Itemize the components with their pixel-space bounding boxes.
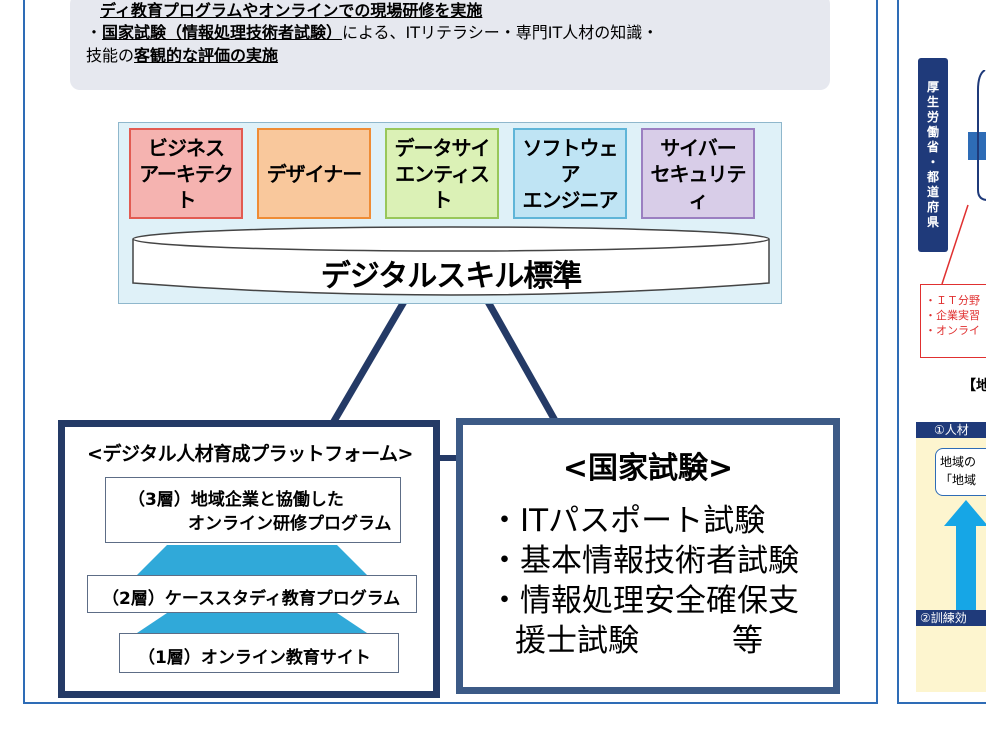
exam-item: ・情報処理安全確保支 <box>489 583 799 619</box>
exam-item: ・ITパスポート試験 <box>489 503 766 539</box>
summary-box: ディ教育プログラムやオンラインでの現場研修を実施 ・国家試験（情報処理技術者試験… <box>70 0 830 90</box>
summary-line-3-prefix: 技能の <box>86 46 135 65</box>
skill-standard-label: デジタルスキル標準 <box>320 259 582 294</box>
vertical-tab-char: 省 <box>926 140 939 154</box>
vertical-tab-char: 府 <box>926 200 939 214</box>
right-bar-1: ①人材 <box>916 422 986 438</box>
ministry-vertical-tab: 厚生労働省・都道府県 <box>918 58 948 252</box>
national-exam-phrase: 国家試験（情報処理技術者試験） <box>102 23 343 42</box>
digital-platform-box: <デジタル人材育成プラットフォーム> （3層）地域企業と協働した オンライン研修… <box>58 420 440 698</box>
vertical-tab-char: 都 <box>926 170 939 184</box>
layer-pyramid-band-lower <box>137 613 367 633</box>
exam-title: <国家試験> <box>562 451 734 486</box>
summary-line-1: ディ教育プログラムやオンラインでの現場研修を実施 <box>100 1 483 20</box>
skill-role-line-1: ソフトウェア <box>522 135 619 186</box>
skill-role-card: ソフトウェアエンジニア <box>513 128 627 219</box>
right-red-note-box: ・ＩＴ分野 ・企業実習 ・オンライ <box>920 284 986 358</box>
skill-role-line-2: エンジニア <box>522 187 619 212</box>
skill-standard-cylinder <box>132 226 770 296</box>
layer-3-box: （3層）地域企業と協働した オンライン研修プログラム <box>105 477 401 543</box>
red-note-line: ・オンライ <box>925 324 980 337</box>
right-diagram-lines <box>941 70 986 285</box>
exam-item: 援士試験 等 <box>515 623 763 659</box>
vertical-tab-char: ・ <box>926 155 939 169</box>
layer-1-box: （1層）オンライン教育サイト <box>119 633 399 673</box>
summary-line-2-rest: による、ITリテラシー・専門IT人材の知識・ <box>342 23 659 42</box>
skill-role-card: デザイナー <box>257 128 371 219</box>
skill-role-card: ビジネスアーキテクト <box>129 128 243 219</box>
right-region-inner: 地域の 「地域 <box>935 448 986 496</box>
layer-pyramid-band-upper <box>137 545 367 575</box>
platform-title: <デジタル人材育成プラットフォーム> <box>87 443 413 465</box>
skill-role-card: データサイエンティスト <box>385 128 499 219</box>
objective-evaluation-phrase: 客観的な評価の実施 <box>134 46 279 65</box>
skill-role-line-1: ビジネス <box>148 135 225 160</box>
vertical-tab-char: 労 <box>926 110 939 124</box>
layer-2-label: （2層）ケーススタディ教育プログラム <box>102 589 401 609</box>
summary-line-2: ・国家試験（情報処理技術者試験）による、ITリテラシー・専門IT人材の知識・ <box>86 22 658 44</box>
red-note-line: ・ＩＴ分野 <box>925 294 980 307</box>
layer-3-line-1: （3層）地域企業と協働した <box>128 490 344 510</box>
layer-3-line-2: オンライン研修プログラム <box>188 514 392 534</box>
skill-role-line-1: データサイ <box>394 135 491 160</box>
region-line-1: 地域の <box>940 455 977 469</box>
vertical-tab-char: 働 <box>926 125 939 139</box>
exam-item: ・基本情報技術者試験 <box>489 543 799 579</box>
digital-skill-standard-frame: ビジネスアーキテクトデザイナーデータサイエンティストソフトウェアエンジニアサイバ… <box>118 122 782 304</box>
skill-role-card: サイバーセキュリティ <box>641 128 755 219</box>
vertical-tab-char: 県 <box>926 215 939 229</box>
layer-1-label: （1層）オンライン教育サイト <box>138 648 371 668</box>
vertical-tab-char: 生 <box>926 95 939 109</box>
up-arrow-icon <box>944 500 986 610</box>
vertical-tab-char: 道 <box>926 185 939 199</box>
right-bar-2: ②訓練効 <box>916 610 986 626</box>
skill-role-line-2: エンティスト <box>395 161 490 212</box>
region-line-2: 「地域 <box>940 473 977 487</box>
skill-role-line-1: デザイナー <box>266 161 363 186</box>
skill-role-line-1: サイバー <box>660 135 737 160</box>
layer-2-box: （2層）ケーススタディ教育プログラム <box>87 575 417 613</box>
right-section-label: 【地 <box>962 378 986 394</box>
summary-bullet: ・ <box>86 23 103 42</box>
right-region-box-2 <box>916 626 986 692</box>
skill-role-line-2: セキュリティ <box>650 161 747 212</box>
red-note-line: ・企業実習 <box>925 309 980 322</box>
national-exam-box: <国家試験> ・ITパスポート試験 ・基本情報技術者試験 ・情報処理安全確保支 … <box>456 418 840 694</box>
summary-line-3: 技能の客観的な評価の実施 <box>86 45 278 67</box>
skill-role-line-2: アーキテクト <box>139 161 234 212</box>
vertical-tab-char: 厚 <box>926 80 939 94</box>
